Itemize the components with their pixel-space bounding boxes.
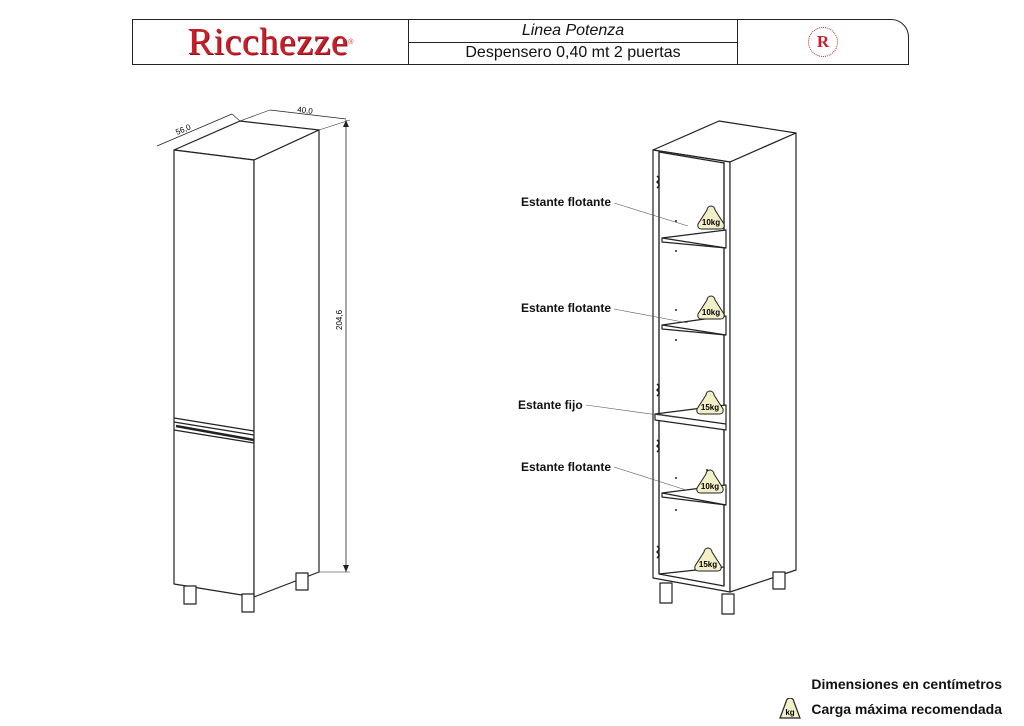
shelf-label-1: Estante flotante bbox=[521, 195, 612, 209]
weight-badge-icon: 10kg bbox=[696, 469, 724, 494]
brand-logo-text: Ricchezze bbox=[187, 21, 349, 63]
height-dimension: 204,6 bbox=[335, 309, 344, 330]
weight-badge-label: 10kg bbox=[702, 218, 720, 227]
product-name: Despensero 0,40 mt 2 puertas bbox=[465, 44, 681, 62]
svg-text:kg: kg bbox=[786, 708, 795, 717]
line-name: Linea Potenza bbox=[409, 20, 737, 43]
weight-badge-label: 15kg bbox=[699, 560, 717, 569]
product-info: Linea Potenza Despensero 0,40 mt 2 puert… bbox=[409, 20, 738, 64]
weight-badge-icon: 10kg bbox=[697, 295, 725, 320]
open-cabinet-drawing bbox=[652, 120, 797, 615]
shelf-label-2: Estante flotante bbox=[521, 301, 612, 315]
title-block: Ricchezze® Linea Potenza Despensero 0,40… bbox=[132, 19, 909, 65]
shelf-label-4: Estante flotante bbox=[521, 460, 612, 474]
weight-icon: kg bbox=[779, 698, 802, 719]
brand-seal: R bbox=[738, 20, 908, 64]
seal-icon: R bbox=[808, 27, 838, 57]
weight-badge-label: 15kg bbox=[701, 403, 719, 412]
load-legend-text: Carga máxima recomendada bbox=[811, 701, 1002, 717]
closed-cabinet-drawing bbox=[156, 109, 351, 613]
weight-badge-label: 10kg bbox=[701, 482, 719, 491]
brand-logo: Ricchezze® bbox=[133, 20, 409, 64]
shelf-label-3: Estante fijo bbox=[518, 398, 583, 412]
units-note: Dimensiones en centímetros bbox=[811, 676, 1002, 692]
weight-badge-icon: 15kg bbox=[694, 547, 722, 572]
width-dimension: 40,0 bbox=[297, 105, 314, 116]
weight-badge-label: 10kg bbox=[702, 308, 720, 317]
weight-badge-icon: 15kg bbox=[696, 390, 724, 415]
weight-badge-icon: 10kg bbox=[697, 205, 725, 230]
load-legend: kg Carga máxima recomendada bbox=[775, 698, 1002, 720]
